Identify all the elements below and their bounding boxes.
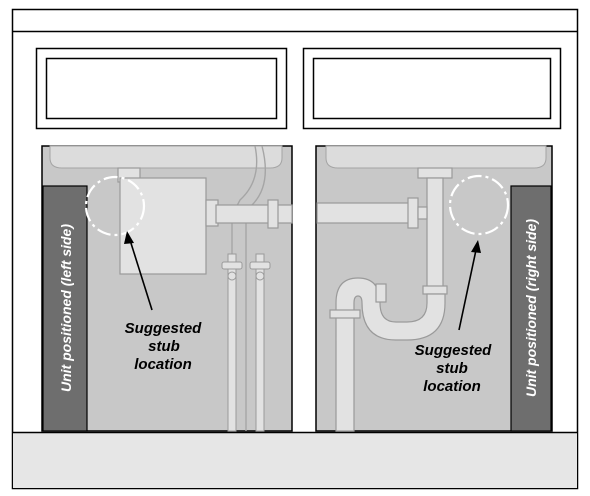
left-callout-line2: stub <box>148 338 180 355</box>
right-horizontal-drain <box>316 202 412 224</box>
cabinet-bottom-band <box>13 432 577 488</box>
right-callout-line3: location <box>423 378 481 395</box>
right-tailpiece <box>426 177 444 291</box>
right-stub-location-circle <box>448 174 510 236</box>
right-callout-line1: Suggested <box>415 342 493 359</box>
left-sink-bowl <box>49 145 283 169</box>
right-unit-bar <box>510 185 552 432</box>
right-callout-line2: stub <box>436 360 468 377</box>
right-tailpiece-flange <box>417 167 453 179</box>
left-callout-arrow <box>124 231 153 311</box>
left-horizontal-drain <box>215 204 293 224</box>
left-unit-label: Unit positioned (left side) <box>58 224 74 392</box>
left-disposal-body <box>119 177 207 275</box>
right-callout-arrow <box>458 240 481 331</box>
left-shutoff-valves <box>221 253 271 432</box>
right-cabinet-panel: Unit positioned (right side) Suggested s… <box>315 145 553 432</box>
left-stub-location-circle <box>84 175 146 237</box>
left-callout-line3: location <box>134 356 192 373</box>
right-unit-label: Unit positioned (right side) <box>523 219 539 397</box>
drawer-left <box>35 47 288 130</box>
drawer-right <box>302 47 562 130</box>
left-callout-line1: Suggested <box>125 320 203 337</box>
left-unit-bar <box>42 185 88 432</box>
left-cabinet-panel: Unit positioned (left side) Suggested st… <box>41 145 293 432</box>
right-p-trap <box>335 277 446 432</box>
right-sink-bowl <box>325 145 547 169</box>
